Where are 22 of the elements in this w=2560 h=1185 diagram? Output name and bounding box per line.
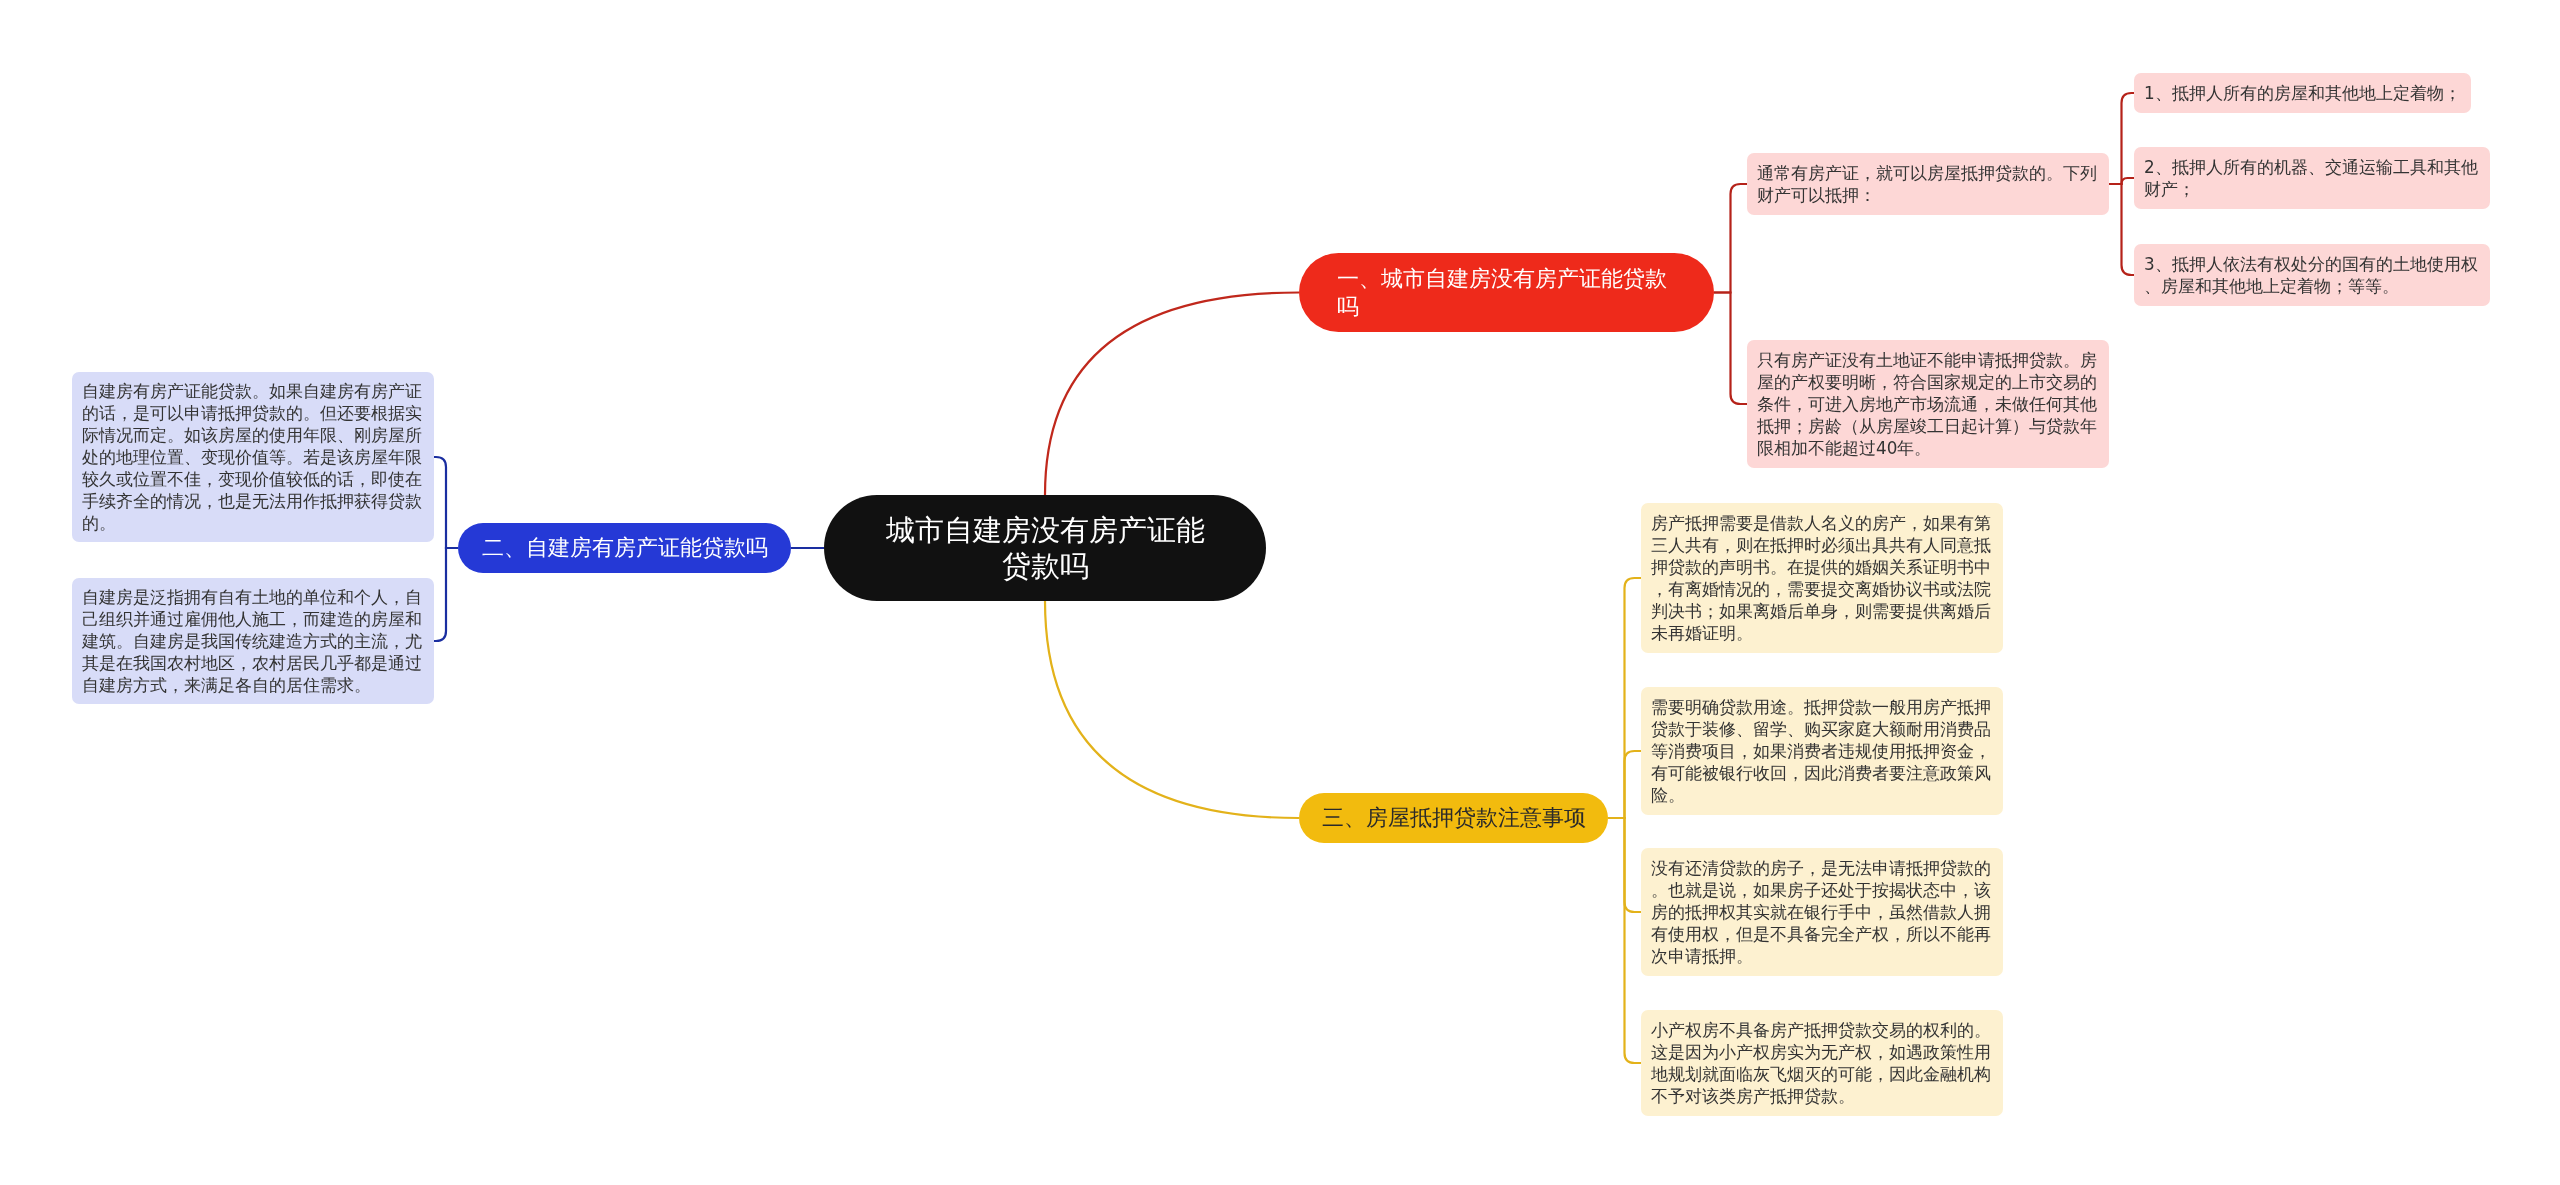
note-box: 2、抵押人所有的机器、交通运输工具和其他财产； [2134,147,2490,209]
note-box: 只有房产证没有土地证不能申请抵押贷款。房屋的产权要明晰，符合国家规定的上市交易的条件，可进入房地产市场流通，未做任何其他抵押；房龄（从房屋竣工日起计算）与贷款年限相加不能超过40年。 [1747,340,2109,468]
connector-line [1043,600,1300,820]
note-box: 需要明确贷款用途。抵押贷款一般用房产抵押贷款于装修、留学、购买家庭大额耐用消费品等消费项目，如果消费者违规使用抵押资金，有可能被银行收回，因此消费者要注意政策风险。 [1641,687,2003,815]
connector-line [1043,291,1300,496]
connector-line [791,546,824,550]
central-topic: 城市自建房没有房产证能贷款吗 [824,495,1266,601]
note-box: 房产抵押需要是借款人名义的房产，如果有第三人共有，则在抵押时必须出具共有人同意抵押贷款的声明书。在提供的婚姻关系证明书中，有离婚情况的，需要提交离婚协议书或法院判决书；如果离婚后单身，则需要提供离婚后未再婚证明。 [1641,503,2003,653]
connector-line [2109,182,2134,277]
note-box: 没有还清贷款的房子，是无法申请抵押贷款的。也就是说，如果房子还处于按揭状态中，该房的抵押权其实就在银行手中，虽然借款人拥有使用权，但是不具备完全产权，所以不能再次申请抵押。 [1641,848,2003,976]
note-box: 自建房有房产证能贷款。如果自建房有房产证的话，是可以申请抵押贷款的。但还要根据实际情况而定。如该房屋的使用年限、刚房屋所处的地理位置、变现价值等。若是该房屋年限较久或位置不佳，变现价值较低的话，即使在手续齐全的情况，也是无法用作抵押获得贷款的。 [72,372,434,542]
branch-topic: 二、自建房有房产证能贷款吗 [458,523,791,573]
note-box: 3、抵押人依法有权处分的国有的土地使用权、房屋和其他地上定着物；等等。 [2134,244,2490,306]
note-box: 小产权房不具备房产抵押贷款交易的权利的。这是因为小产权房实为无产权，如遇政策性用地规划就面临灰飞烟灭的可能，因此金融机构不予对该类房产抵押贷款。 [1641,1010,2003,1116]
connector-line [434,546,458,643]
branch-topic: 一、城市自建房没有房产证能贷款吗 [1299,253,1714,332]
note-box: 通常有房产证，就可以房屋抵押贷款的。下列财产可以抵押： [1747,153,2109,215]
note-box: 1、抵押人所有的房屋和其他地上定着物； [2134,73,2471,113]
connector-line [1608,816,1641,1065]
branch-topic: 三、房屋抵押贷款注意事项 [1299,793,1608,843]
connector-line [1714,291,1747,406]
note-box: 自建房是泛指拥有自有土地的单位和个人，自己组织并通过雇佣他人施工，而建造的房屋和建筑。自建房是我国传统建造方式的主流，尤其是在我国农村地区，农村居民几乎都是通过自建房方式，来满足各自的居住需求。 [72,578,434,704]
